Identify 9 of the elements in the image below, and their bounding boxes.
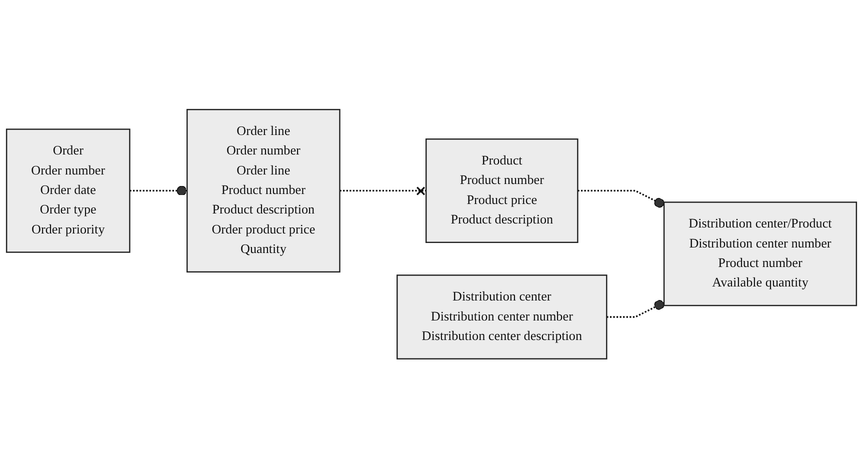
node-box: Product Product number Product price Product description bbox=[426, 138, 578, 243]
node-box: Order Order number Order date Order type Order priority bbox=[6, 128, 130, 253]
node-box: Order line Order number Order line Product number Product description Order product price Quantity bbox=[186, 108, 340, 272]
connector bbox=[340, 186, 426, 196]
connector bbox=[606, 300, 664, 318]
node-box: Distribution center Distribution center number Distribution center description bbox=[396, 274, 608, 360]
connector bbox=[130, 186, 188, 196]
connector bbox=[578, 190, 664, 208]
node-box: Distribution center/Product Distribution center number Product number Available quantity bbox=[663, 201, 858, 306]
